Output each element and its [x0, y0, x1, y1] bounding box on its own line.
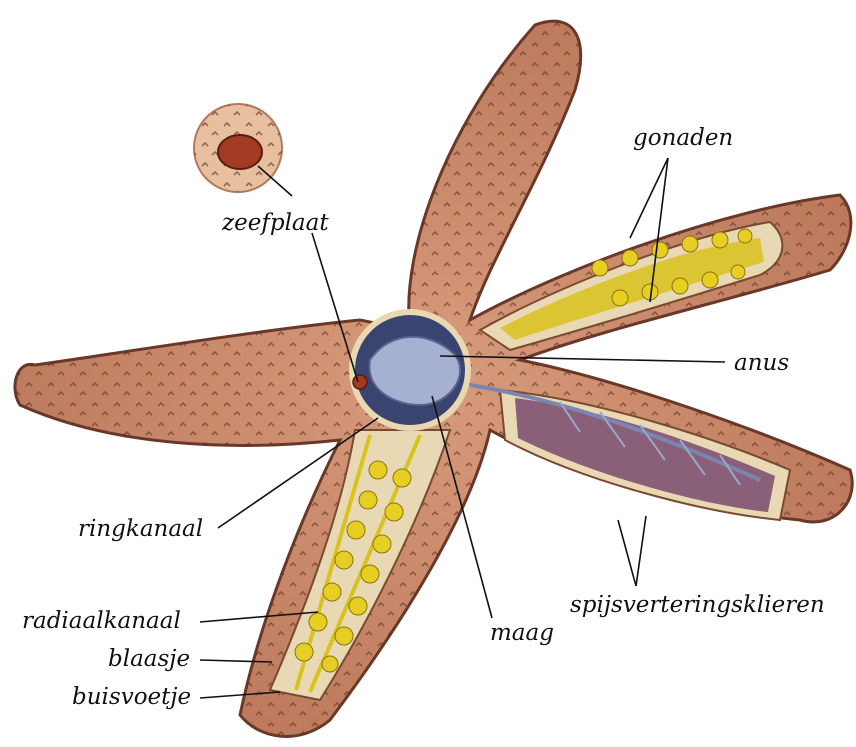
label-gonaden: gonaden [633, 125, 733, 151]
label-spijsverteringsklieren: spijsverteringsklieren [570, 592, 825, 618]
label-anus: anus [734, 350, 789, 376]
label-maag: maag [490, 620, 554, 646]
label-buisvoetje: buisvoetje [72, 684, 191, 710]
label-radiaalkanaal: radiaalkanaal [22, 608, 181, 634]
label-blaasje: blaasje [108, 646, 190, 672]
madreporite-detail [194, 104, 282, 192]
label-ringkanaal: ringkanaal [78, 516, 203, 542]
central-disc [352, 312, 468, 428]
label-zeefplaat: zeefplaat [221, 210, 329, 236]
